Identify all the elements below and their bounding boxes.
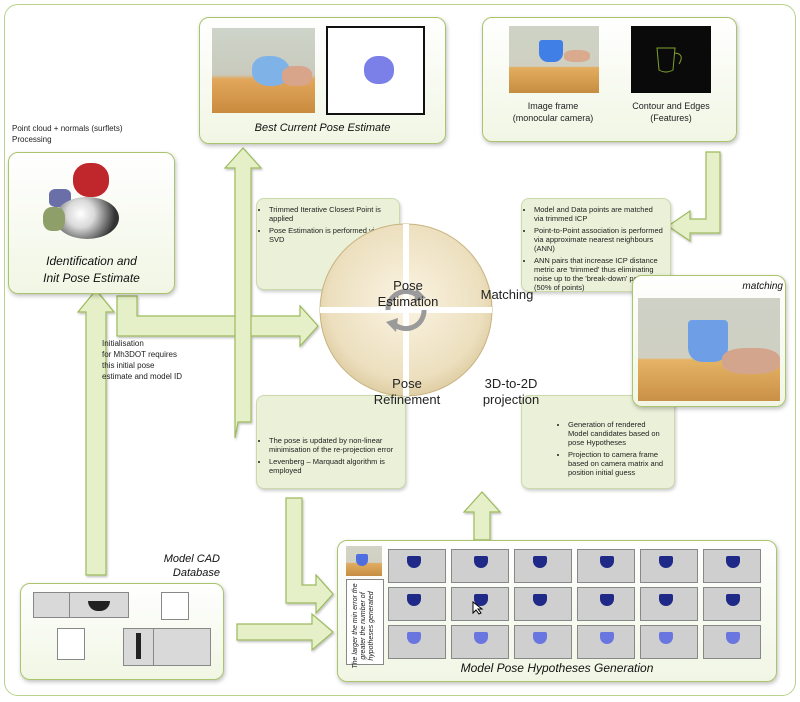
matching-photo xyxy=(638,298,780,401)
cup-render xyxy=(600,594,614,606)
cup-render xyxy=(659,556,673,568)
camera-frame-photo xyxy=(509,26,599,93)
mouse-cursor-icon xyxy=(472,601,484,615)
pose-photo xyxy=(212,28,315,113)
note-projection-item: Generation of rendered Model candidates … xyxy=(568,420,668,447)
hypothesis-thumbnail xyxy=(514,587,572,621)
contour-caption: Contour and Edges (Features) xyxy=(632,101,710,123)
cup-render xyxy=(659,632,673,644)
note-projection: Generation of rendered Model candidates … xyxy=(521,395,675,489)
note-estimation-item: Trimmed Iterative Closest Point is appli… xyxy=(269,205,393,223)
pose-render xyxy=(326,26,425,115)
note-refinement: The pose is updated by non-linear minimi… xyxy=(256,395,406,489)
arrow-refinement-to-hypotheses xyxy=(285,497,334,615)
arrow-cad-to-hypotheses xyxy=(236,612,334,652)
cup-render xyxy=(474,632,488,644)
hypothesis-thumbnail xyxy=(640,549,698,583)
hypothesis-thumbnail xyxy=(451,587,509,621)
cup-render xyxy=(407,556,421,568)
identification-caption: Identification and Init Pose Estimate xyxy=(43,254,140,285)
note-matching-item: Point-to-Point association is performed … xyxy=(534,226,664,253)
identification-panel: Identification and Init Pose Estimate xyxy=(8,152,175,294)
hypothesis-thumbnail xyxy=(703,587,761,621)
cup-render xyxy=(407,632,421,644)
hypothesis-reference-photo xyxy=(346,546,382,576)
cup-render xyxy=(600,556,614,568)
cup-render xyxy=(600,632,614,644)
hypothesis-thumbnail xyxy=(388,587,446,621)
cup-render xyxy=(407,594,421,606)
hypothesis-grid xyxy=(388,549,768,663)
cup-render xyxy=(474,594,488,606)
note-refinement-item: The pose is updated by non-linear minimi… xyxy=(269,436,399,454)
best-pose-panel: Best Current Pose Estimate xyxy=(199,17,446,144)
vertical-note: The larger the min error the greater the… xyxy=(352,583,375,669)
quadrant-pose-estimation: Pose Estimation xyxy=(377,278,439,309)
quadrant-projection: 3D-to-2D projection xyxy=(482,376,540,407)
contour-photo xyxy=(631,26,711,93)
hypothesis-thumbnail xyxy=(514,625,572,659)
note-projection-item: Projection to camera frame based on came… xyxy=(568,450,668,477)
hypothesis-thumbnail xyxy=(388,549,446,583)
note-matching-item: ANN pairs that increase ICP distance met… xyxy=(534,256,664,292)
cad-thumb xyxy=(57,628,85,660)
model-cad-caption-1: Model CAD xyxy=(163,553,220,565)
initialisation-caption: Initialisation for Mh3DOT requires this … xyxy=(102,339,183,381)
cad-thumb xyxy=(161,592,189,620)
cycle-disc xyxy=(319,223,493,397)
pointcloud-image xyxy=(39,161,134,239)
quadrant-matching: Matching xyxy=(480,287,534,302)
pointcloud-caption: Point cloud + normals (surflets) Process… xyxy=(12,124,123,144)
note-matching-item: Model and Data points are matched via tr… xyxy=(534,205,664,223)
matching-photo-caption: matching xyxy=(742,281,783,292)
arrow-cad-to-identification xyxy=(76,289,116,576)
cad-thumb xyxy=(33,592,71,618)
hypotheses-panel: The larger the min error the greater the… xyxy=(337,540,777,682)
cad-thumb xyxy=(153,628,211,666)
hypothesis-thumbnail xyxy=(703,549,761,583)
cup-render xyxy=(659,594,673,606)
hypothesis-thumbnail xyxy=(451,549,509,583)
cup-render xyxy=(533,594,547,606)
hypothesis-thumbnail xyxy=(577,549,635,583)
cup-render xyxy=(474,556,488,568)
image-frame-caption: Image frame (monocular camera) xyxy=(512,101,594,123)
cad-thumb xyxy=(69,592,129,618)
hypothesis-thumbnail xyxy=(703,625,761,659)
hypothesis-thumbnail xyxy=(577,587,635,621)
cad-database-panel xyxy=(20,583,224,680)
quadrant-pose-refinement: Pose Refinement xyxy=(373,376,441,407)
hypothesis-thumbnail xyxy=(640,587,698,621)
vertical-note-box xyxy=(346,579,384,665)
hypothesis-thumbnail xyxy=(640,625,698,659)
model-cad-caption-2: Database xyxy=(172,567,220,579)
hypothesis-thumbnail xyxy=(577,625,635,659)
note-refinement-item: Levenberg – Marquadt algorithm is employ… xyxy=(269,457,399,475)
arrow-estimation-to-bestpose xyxy=(223,147,263,439)
matching-panel: matching xyxy=(632,275,786,407)
refresh-cycle-icon xyxy=(385,288,427,332)
cup-render xyxy=(533,632,547,644)
arrow-contour-to-matching xyxy=(666,151,721,243)
hypothesis-thumbnail xyxy=(388,625,446,659)
arrow-hypotheses-to-projection xyxy=(462,491,502,541)
cup-render xyxy=(726,632,740,644)
arrow-identification-to-estimation xyxy=(116,295,319,348)
note-estimation-item: Pose Estimation is performed via SVD xyxy=(269,226,393,244)
cup-render xyxy=(726,556,740,568)
hypothesis-thumbnail xyxy=(451,625,509,659)
best-pose-caption: Best Current Pose Estimate xyxy=(254,122,391,134)
cad-thumb xyxy=(123,628,155,666)
cup-render xyxy=(533,556,547,568)
hypotheses-caption: Model Pose Hypotheses Generation xyxy=(460,661,654,675)
features-panel: Image frame (monocular camera) Contour a… xyxy=(482,17,737,142)
cup-render xyxy=(726,594,740,606)
hypothesis-thumbnail xyxy=(514,549,572,583)
